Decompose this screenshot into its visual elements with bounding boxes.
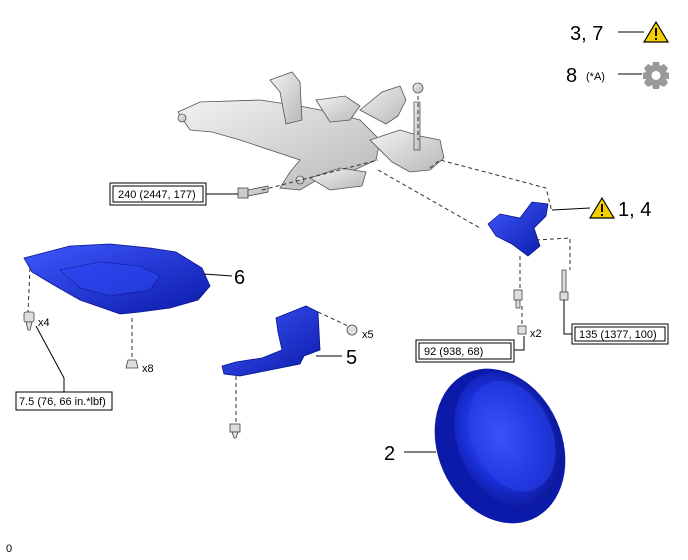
qty-x4: x4 [38, 317, 50, 329]
front-suspension-assembly [177, 71, 445, 191]
fasteners [23, 269, 569, 439]
callout-6: 6 [234, 267, 245, 289]
callout-2: 2 [384, 443, 395, 465]
gear-icon [643, 62, 669, 89]
qty-x2: x2 [530, 328, 542, 340]
callout-3-7: 3, 7 [570, 23, 603, 45]
callout-8: 8 [566, 65, 577, 87]
mount-bracket [487, 201, 549, 257]
qty-x5: x5 [362, 329, 374, 341]
qty-x8: x8 [142, 363, 154, 375]
bolt-240 [237, 185, 269, 199]
torque-7-5-text: 7.5 (76, 66 in.*lbf) [19, 396, 106, 408]
torque-135-text: 135 (1377, 100) [579, 329, 657, 341]
torque-box-135: 135 (1377, 100) [571, 323, 669, 345]
caution-triangle-icon [642, 20, 670, 43]
tire [434, 368, 566, 524]
assembly-lines [27, 96, 571, 424]
torque-box-240: 240 (2447, 177) [109, 182, 207, 206]
caution-triangle-icon [588, 196, 616, 219]
callout-5: 5 [346, 347, 357, 369]
engine-under-cover [23, 243, 211, 315]
figure-code: 0 [6, 543, 12, 555]
leader-lines [35, 31, 644, 453]
torque-box-92: 92 (938, 68) [415, 339, 515, 363]
torque-box-7-5: 7.5 (76, 66 in.*lbf) [15, 391, 113, 411]
torque-240-text: 240 (2447, 177) [118, 189, 196, 201]
callout-1-4: 1, 4 [618, 199, 651, 221]
fender-liner [221, 305, 321, 377]
torque-92-text: 92 (938, 68) [424, 346, 483, 358]
callout-8-note: (*A) [586, 71, 605, 83]
